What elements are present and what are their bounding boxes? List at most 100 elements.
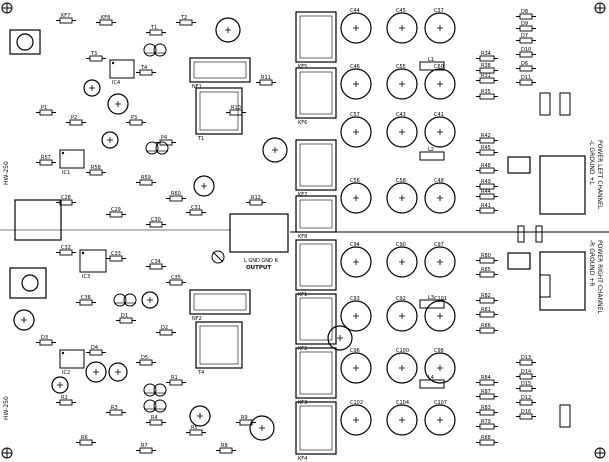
resistor-label: R84 [481,375,491,381]
resistor-label: R82 [481,293,491,299]
ic-chip [59,149,85,169]
resistor-label: T3 [90,51,97,57]
resistor-label: C28 [61,195,71,201]
resistor-label: R1 [171,375,178,381]
capacitor-label: C48 [434,178,444,184]
resistor-label: R85 [481,267,491,273]
resistor-label: C33 [111,251,121,257]
resistor-label: P2 [71,115,77,121]
block-label: T4 [197,370,204,376]
resistor-label: R31 [481,73,491,79]
resistor [56,199,76,206]
fuse-area-top [539,92,571,116]
capacitor [340,352,372,384]
resistor [476,167,498,174]
capacitor [424,404,456,436]
resistor-label: C31 [191,205,201,211]
resistor [516,373,536,380]
capacitor-label: C43 [396,112,406,118]
resistor-label: R58 [91,165,101,171]
capacitor-label: C96 [350,348,360,354]
capacitor [424,68,456,100]
capacitor-label: C101 [434,296,447,302]
ic-label: IC3 [82,274,90,280]
resistor [216,447,236,454]
ic-chip [59,349,85,369]
capacitor [424,116,456,148]
block-label: NF2 [192,316,202,322]
resistor [36,339,56,346]
resistor [136,179,156,186]
resistor [96,19,116,26]
resistor-label: P4 [161,135,167,141]
resistor-label: C32 [61,245,71,251]
resistor-label: C36 [81,295,91,301]
resistor-label: D4 [91,345,98,351]
resistor [476,193,498,200]
block-label: KF6 [298,120,307,126]
resistor [146,29,166,36]
capacitor-label: C46 [350,64,360,70]
resistor-label: R5 [191,425,198,431]
inductor [419,299,445,309]
capacitor [424,352,456,384]
heatsink-blocks [59,11,337,455]
mounting-hole-top-right [594,2,606,14]
capacitor-label: C56 [350,178,360,184]
block-label: KF3 [298,400,307,406]
resistor-label: D1 [121,313,128,319]
ic-chip [109,59,135,79]
resistor-label: R44 [481,189,491,195]
film-capacitor [517,225,525,243]
resistor-label: D2 [161,325,168,331]
resistor-label: R4 [151,415,158,421]
resistor [516,359,536,366]
capacitor [189,405,211,427]
capacitor [141,291,159,309]
capacitor [85,361,107,383]
resistor-label: R49 [481,179,491,185]
resistor [86,55,106,62]
capacitor [340,182,372,214]
resistor-array [36,13,543,454]
resistor-label: R80 [481,253,491,259]
resistor [66,119,86,126]
heatsink-block [195,87,243,135]
output-label: OUTPUT [246,265,271,271]
resistor-label: R86 [481,323,491,329]
resistor-label: R12 [251,195,261,201]
resistor-label: C34 [151,259,161,265]
capacitor [108,362,128,382]
resistor-label: R6 [81,435,88,441]
capacitor [424,12,456,44]
capacitor [13,309,35,331]
inductor-label: L3 [428,295,434,301]
capacitor-label: C60 [434,64,444,70]
resistor-label: D14 [521,369,531,375]
resistor [136,359,156,366]
transistor [123,293,137,307]
resistor [516,399,536,406]
resistor-label: D11 [521,75,531,81]
transistor [153,399,167,413]
capacitor-label: C98 [434,348,444,354]
heatsink-block [295,239,337,291]
mounting-hole-bottom-left [1,447,13,459]
terminal-block-x4 [507,251,586,311]
heatsink-block [295,67,337,119]
resistor [476,379,498,386]
resistor [186,209,206,216]
heatsink-block [295,139,337,191]
resistor [156,139,176,146]
capacitor-label: C94 [350,242,360,248]
capacitor [386,12,418,44]
resistor-label: R45 [481,145,491,151]
resistor-label: R35 [481,89,491,95]
resistor-label: R38 [481,63,491,69]
inductor-label: L2 [428,147,434,153]
resistor-label: D10 [521,47,531,53]
capacitor [83,79,101,97]
resistor [476,137,498,144]
resistor-label: R59 [141,175,151,181]
